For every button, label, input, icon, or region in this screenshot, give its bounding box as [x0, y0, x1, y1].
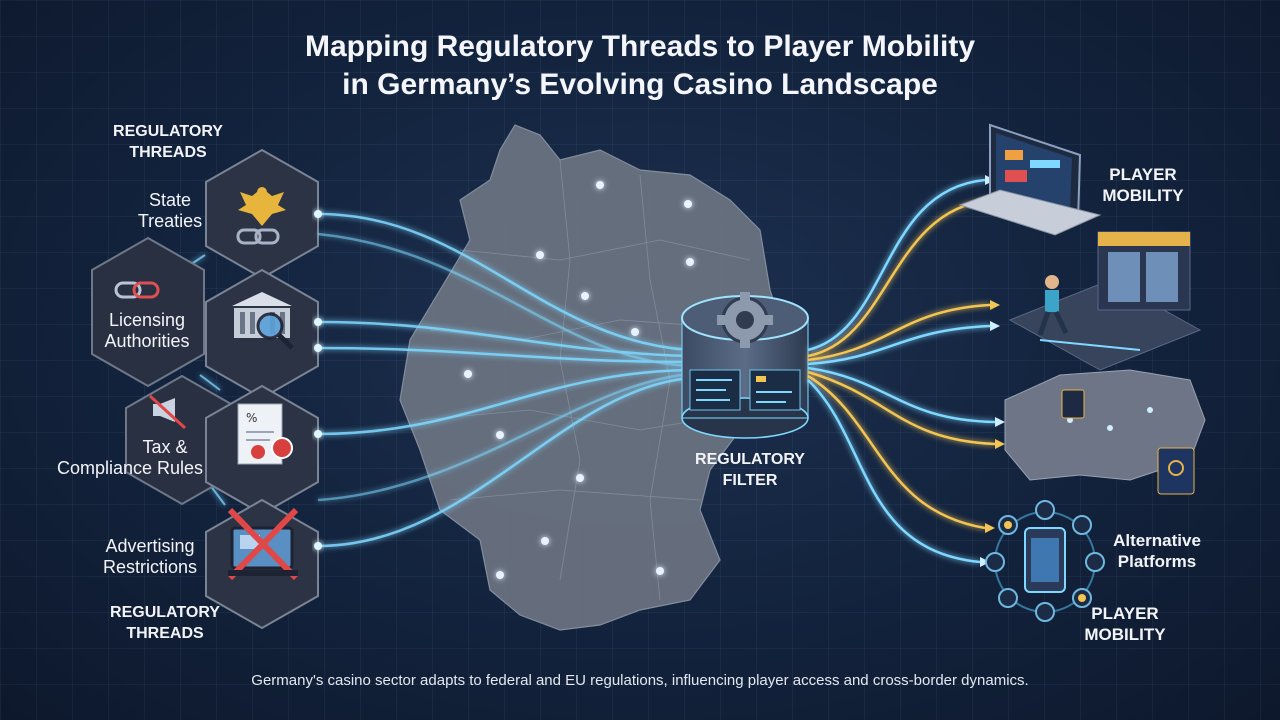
- germany-map: [399, 124, 791, 631]
- hex-tax-inner: %: [205, 384, 319, 516]
- left-header-top: REGULATORY THREADS: [113, 123, 223, 161]
- europe-map-icon: [1004, 369, 1206, 495]
- chain-link-icon: [114, 281, 160, 299]
- left-header-bottom: REGULATORY THREADS: [110, 604, 220, 642]
- gear-icon: [717, 292, 773, 348]
- megaphone-slash-icon: [148, 394, 187, 430]
- regulatory-threads: [317, 212, 691, 548]
- hex-state-treaties: [205, 148, 319, 280]
- regulatory-filter-label: REGULATORY FILTER: [695, 451, 805, 489]
- label-tax-compliance: Tax & Compliance Rules: [56, 437, 204, 478]
- svg-text:%: %: [246, 411, 257, 425]
- thread-endpoints: [314, 210, 322, 550]
- footer-caption: Germany's casino sector adapts to federa…: [251, 672, 1029, 689]
- hex-advertising: [205, 498, 319, 630]
- alternative-platforms-icon: [985, 500, 1105, 622]
- hex-licensing-outer: [91, 236, 205, 388]
- mobility-threads: [807, 178, 996, 564]
- label-advertising-restrictions: Advertising Restrictions: [102, 536, 198, 577]
- eagle-chain-icon: [236, 187, 286, 245]
- laptop-icon: [958, 123, 1102, 236]
- label-state-treaties: State Treaties: [137, 190, 203, 231]
- label-licensing-authorities: Licensing Authorities: [104, 310, 190, 351]
- crossed-billboard-icon: [227, 507, 299, 581]
- tax-document-seal-icon: %: [237, 403, 293, 465]
- player-mobility-bottom-label: PLAYER MOBILITY: [1084, 604, 1166, 644]
- hex-licensing-inner: [205, 268, 319, 400]
- title-line-1: Mapping Regulatory Threads to Player Mob…: [304, 30, 976, 63]
- page-title: Mapping Regulatory Threads to Player Mob…: [0, 28, 1280, 104]
- courthouse-magnifier-icon: [232, 292, 294, 350]
- player-mobility-top-label: PLAYER MOBILITY: [1102, 165, 1184, 205]
- casino-building-icon: [1008, 231, 1202, 371]
- alternative-platforms-label: Alternative Platforms: [1113, 531, 1201, 571]
- filter-screen-panels: [689, 369, 801, 411]
- regulatory-filter-device: [681, 292, 809, 439]
- title-line-2: in Germany’s Evolving Casino Landscape: [342, 68, 938, 101]
- arrow-heads: [980, 175, 1005, 567]
- map-city-dots: [464, 181, 694, 579]
